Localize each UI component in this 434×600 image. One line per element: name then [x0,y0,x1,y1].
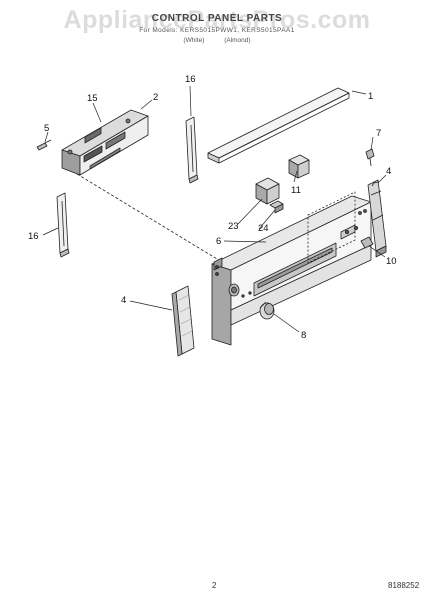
callout-6: 6 [216,236,221,247]
part-8-knob [259,301,275,320]
part-11-switch [288,154,310,179]
part-16-side-trim-right [185,116,199,184]
part-5-screw [36,139,52,151]
part-23-relay-block [255,177,280,205]
diagram-title: CONTROL PANEL PARTS [151,13,283,24]
callout-16-left: 16 [28,231,39,242]
part-1-trim-strip [207,87,350,164]
model-numbers: For Models: KERS5015PWW1, KERS5015PAA1 [139,27,295,34]
part-4-end-cap-right [367,179,387,258]
variant-almond: (Almond) [224,37,251,44]
part-24-connector [269,200,284,214]
drawing-number: 8188252 [388,581,420,590]
callout-4-left: 4 [121,295,126,306]
callout-10: 10 [386,256,397,267]
callout-4-right: 4 [386,166,391,177]
color-variants: (White) (Almond) [0,37,434,44]
part-6-control-panel [211,191,372,346]
callout-16-top: 16 [185,74,196,85]
part-16-side-trim-left [56,192,70,258]
callout-24: 24 [258,223,269,234]
callout-11: 11 [291,185,301,196]
variant-white: (White) [183,37,205,44]
part-7-screw [365,148,375,167]
callout-2: 2 [153,92,158,103]
assembly-guide-line [76,173,223,263]
callout-5: 5 [44,123,49,134]
part-2-clock-board [61,109,149,176]
leader-lines [42,85,387,333]
callout-7: 7 [376,128,381,139]
part-4-end-cap-left [171,285,195,357]
callout-8: 8 [301,330,306,341]
callout-1: 1 [368,91,373,102]
site-watermark: AppliancePartsPros.com [63,6,371,34]
page-number: 2 [212,581,217,590]
part-10-clip [360,236,374,249]
callout-15: 15 [87,93,98,104]
callout-23: 23 [228,221,239,232]
